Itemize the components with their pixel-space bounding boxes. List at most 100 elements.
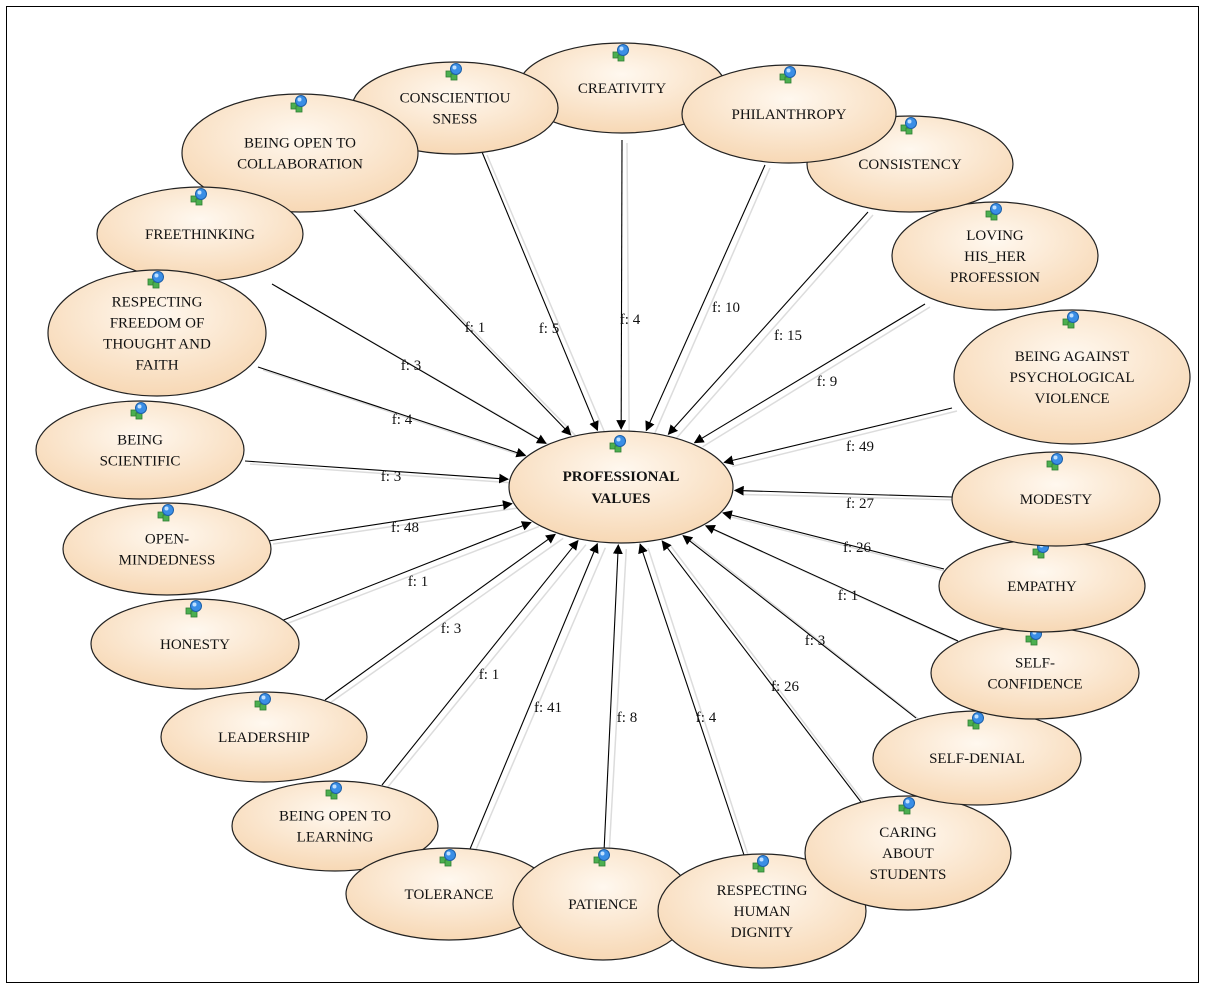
edge-label-creativity: f: 4 [620,312,641,328]
edge-self-confidence [704,524,959,642]
edge-label-being-scientific: f: 3 [381,469,401,485]
edge-respecting-human-dignity [638,543,746,859]
node-leadership[interactable]: LEADERSHIP [160,691,368,783]
node-caring-about-students-ellipse [804,795,1012,911]
edge-leadership [324,533,556,701]
node-tolerance[interactable]: TOLERANCE [345,847,553,941]
edge-patience [603,543,623,853]
edge-labels: f: 4f: 5f: 1f: 3f: 4f: 3f: 48f: 1f: 3f: … [381,300,875,726]
edge-open-mindedness [267,500,513,542]
center-node-professional-values-ellipse [508,430,734,544]
node-respecting-human-dignity-label-line: DIGNITY [731,925,794,941]
edge-label-self-confidence: f: 1 [838,588,858,604]
node-self-confidence[interactable]: SELF- CONFIDENCE [930,626,1140,720]
node-icon-open-mindedness [157,504,174,522]
node-being-against-psychological-violence-label-line: PSYCHOLOGICAL [1009,370,1134,386]
node-icon-being-scientific [130,402,147,420]
edge-shadow-respecting-freedom [262,369,534,461]
node-icon-tolerance [439,849,456,867]
edge-shadow-open-mindedness [272,506,520,545]
node-philanthropy[interactable]: PHILANTHROPY [681,64,897,164]
edge-label-honesty: f: 1 [408,574,428,590]
edge-conscientiousness [481,151,599,432]
node-open-mindedness-label-line: OPEN- [145,532,189,548]
node-self-denial[interactable]: SELF-DENIAL [872,710,1082,806]
edge-shadow-being-scientific [249,463,517,484]
edge-modesty [733,485,953,498]
center-node-professional-values-label-line: PROFESSIONAL [563,469,680,485]
node-leadership-ellipse [160,691,368,783]
node-icon-being-open-to-learning [325,782,342,800]
node-modesty-ellipse [951,451,1161,547]
node-self-confidence-label-line: SELF- [1015,656,1055,672]
node-being-open-to-learning-label-line: BEING OPEN TO [279,809,391,825]
node-modesty-label-line: MODESTY [1020,492,1093,508]
edge-consistency [667,211,869,435]
edge-shadow-consistency [675,214,874,439]
node-philanthropy-label-line: PHILANTHROPY [731,107,846,123]
node-icon-being-open-to-collaboration [290,95,307,113]
node-icon-modesty [1046,453,1063,471]
edge-label-conscientiousness: f: 5 [539,321,559,337]
node-being-open-to-learning-label-line: LEARNİNG [297,830,374,846]
node-open-mindedness-label-line: MINDEDNESS [119,553,216,569]
edge-label-philanthropy: f: 10 [712,300,740,316]
node-icon-respecting-freedom [147,271,164,289]
node-patience[interactable]: PATIENCE [512,847,694,961]
node-consistency-label-line: CONSISTENCY [858,157,962,173]
edge-label-leadership: f: 3 [441,621,461,637]
node-conscientiousness-label-line: SNESS [432,112,477,128]
node-caring-about-students-label-line: CARING [879,825,937,841]
edge-label-respecting-freedom: f: 4 [392,412,413,428]
node-being-open-to-learning[interactable]: BEING OPEN TO LEARNİNG [231,780,439,872]
node-icon-leadership [254,693,271,711]
node-loving-profession-ellipse [891,201,1099,311]
node-leadership-label-line: LEADERSHIP [218,730,310,746]
node-open-mindedness[interactable]: OPEN- MINDEDNESS [62,502,272,596]
edge-tolerance [469,542,599,850]
node-freethinking[interactable]: FREETHINKING [96,186,304,282]
edge-self-denial [682,535,917,719]
edge-shadow-being-against-psychological-violence [732,410,958,468]
edge-label-loving-profession: f: 9 [817,374,837,390]
node-loving-profession-label-line: LOVING [966,228,1024,244]
edge-label-empathy: f: 26 [843,540,871,556]
node-respecting-freedom-label-line: FAITH [135,358,178,374]
node-self-confidence-label-line: CONFIDENCE [987,677,1082,693]
node-honesty[interactable]: HONESTY [90,598,300,690]
edge-philanthropy [645,164,766,432]
node-being-scientific-ellipse [35,400,245,500]
edge-shadow-being-open-to-collaboration [358,212,580,440]
center-node-icon [609,435,626,453]
edge-label-caring-about-students: f: 26 [771,679,799,695]
node-being-against-psychological-violence-ellipse [953,309,1191,445]
node-modesty[interactable]: MODESTY [951,451,1161,547]
node-respecting-human-dignity-ellipse [657,853,867,969]
edge-shadow-respecting-human-dignity [647,547,751,862]
node-freethinking-label-line: FREETHINKING [145,227,255,243]
node-conscientiousness-label-line: CONSCIENTIOU [400,91,511,107]
node-respecting-freedom-ellipse [47,269,267,397]
node-respecting-freedom-label-line: RESPECTING [112,295,203,311]
edge-creativity [616,139,627,430]
edge-shadow-being-open-to-learning [386,544,587,789]
node-empathy-label-line: EMPATHY [1007,579,1077,595]
edge-shadow-loving-profession [702,306,931,448]
node-honesty-label-line: HONESTY [160,637,230,653]
edge-empathy [722,510,945,570]
node-icon-being-against-psychological-violence [1062,311,1079,329]
node-being-open-to-learning-ellipse [231,780,439,872]
edge-label-open-mindedness: f: 48 [391,520,419,536]
edge-shadow-philanthropy [653,167,771,435]
node-loving-profession-label-line: HIS_HER [964,249,1026,265]
node-tolerance-label-line: TOLERANCE [405,887,494,903]
